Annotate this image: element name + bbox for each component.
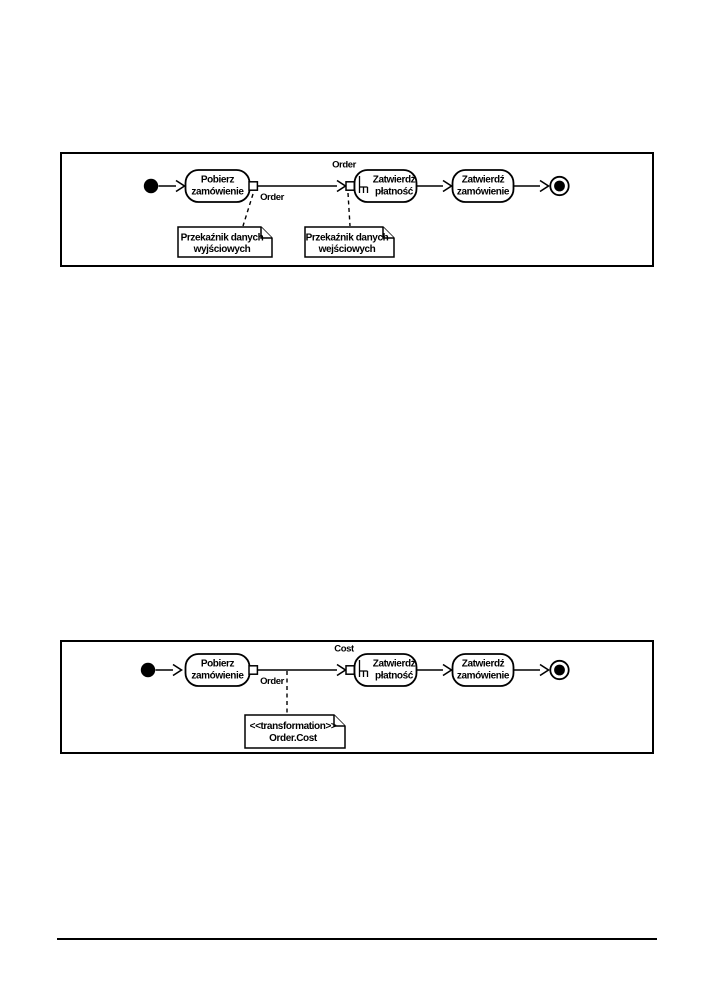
- note-text: Order.Cost: [269, 733, 318, 744]
- final-node-icon: [554, 180, 565, 192]
- note-text: wejściowych: [318, 244, 376, 255]
- arrowhead-icon: [172, 663, 183, 677]
- note-text: Przekaźnik danych: [181, 233, 264, 244]
- activity-diagram-figure-2: Pobierz zamówienie Order Cost Zatwierdź …: [60, 640, 654, 754]
- action-label: płatność: [375, 671, 414, 682]
- action-label: Zatwierdź: [462, 175, 505, 186]
- action-label: Zatwierdź: [373, 659, 416, 670]
- note-dogear-icon: [260, 227, 272, 239]
- initial-node-icon: [140, 662, 156, 678]
- rake-icon: [358, 176, 369, 193]
- action-label: zamówienie: [191, 671, 244, 682]
- initial-node-icon: [143, 178, 159, 194]
- action-label: Pobierz: [201, 175, 235, 186]
- note-dogear-icon: [333, 715, 345, 727]
- arrowhead-icon: [442, 179, 453, 193]
- arrowhead-icon: [175, 179, 186, 193]
- action-label: Pobierz: [201, 659, 235, 670]
- output-pin-label: Order: [260, 676, 285, 687]
- arrowhead-icon: [442, 663, 453, 677]
- input-pin-icon: [345, 665, 356, 675]
- diagram1-canvas: Pobierz zamówienie Order Order Zatwierdź…: [60, 152, 654, 267]
- rake-icon: [358, 660, 369, 677]
- action-label: płatność: [375, 187, 414, 198]
- input-pin-label: Cost: [334, 644, 355, 655]
- note-text: <<transformation>>: [250, 721, 337, 732]
- page-footer-rule: [57, 938, 657, 940]
- arrowhead-icon: [539, 179, 550, 193]
- note-transformation: [244, 714, 346, 749]
- action-label: Zatwierdź: [373, 175, 416, 186]
- diagram-frame: [60, 640, 654, 754]
- action-label: Zatwierdź: [462, 659, 505, 670]
- note-text: Przekaźnik danych: [306, 233, 389, 244]
- output-pin-icon: [248, 665, 259, 675]
- action-label: zamówienie: [457, 187, 510, 198]
- note-text: wyjściowych: [193, 244, 251, 255]
- output-pin-label: Order: [260, 192, 285, 203]
- activity-diagram-figure-1: Pobierz zamówienie Order Order Zatwierdź…: [60, 152, 654, 267]
- output-pin-icon: [248, 181, 259, 191]
- final-node-icon: [554, 664, 565, 676]
- input-pin-label: Order: [332, 160, 357, 171]
- note-anchor-line: [242, 193, 254, 227]
- diagram2-canvas: Pobierz zamówienie Order Cost Zatwierdź …: [60, 640, 654, 754]
- note-output-pin: [177, 226, 273, 258]
- note-anchor-line: [347, 192, 351, 227]
- action-label: zamówienie: [457, 671, 510, 682]
- arrowhead-icon: [539, 663, 550, 677]
- input-pin-icon: [345, 181, 356, 191]
- note-input-pin: [304, 226, 395, 258]
- note-dogear-icon: [382, 227, 394, 239]
- action-label: zamówienie: [191, 187, 244, 198]
